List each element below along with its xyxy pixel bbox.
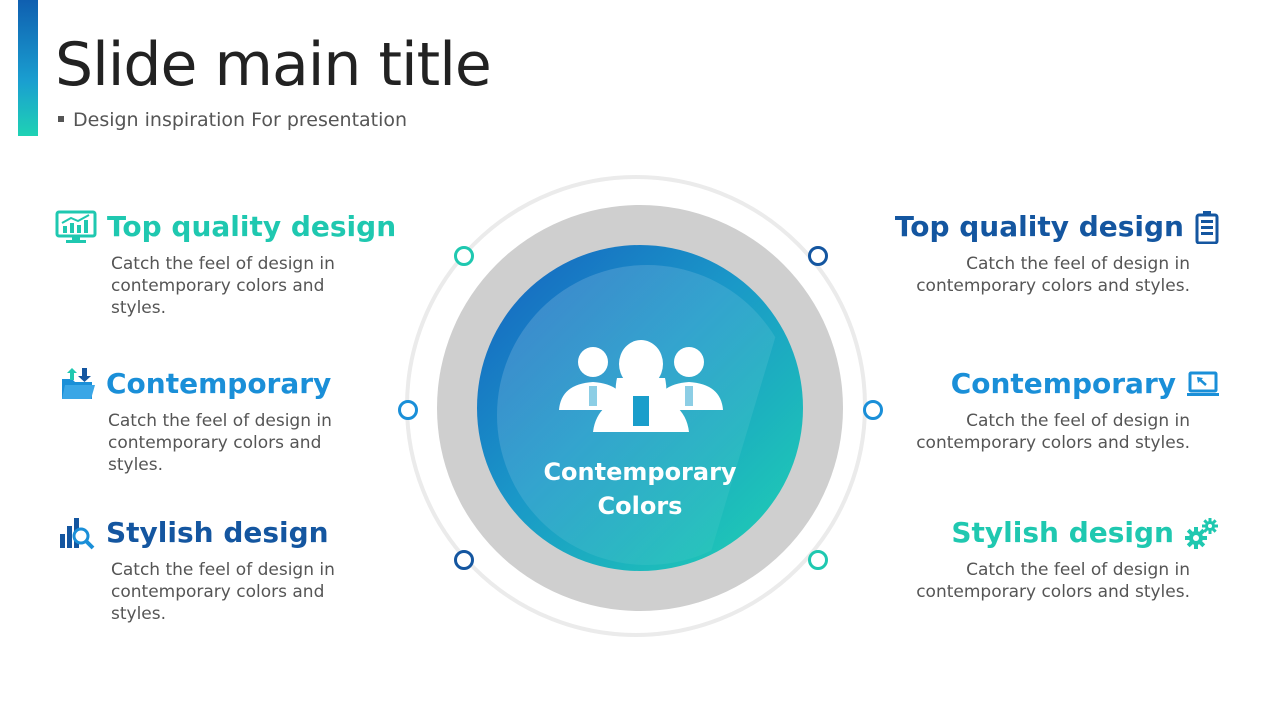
battery-icon — [1194, 210, 1220, 244]
left-item-desc: Catch the feel of design in contemporary… — [108, 411, 332, 475]
left-item-top-quality: Top quality design Catch the feel of des… — [55, 209, 396, 319]
ring-marker-top-right — [808, 246, 828, 266]
left-item-title: Contemporary — [106, 367, 332, 400]
right-item-title: Stylish design — [951, 516, 1174, 549]
center-label: Contemporary Colors — [477, 455, 803, 523]
right-item-stylish: Stylish design Catch the — [890, 515, 1220, 603]
left-item-desc: Catch the feel of design in contemporary… — [111, 560, 335, 624]
gears-icon — [1184, 516, 1220, 550]
slide-title: Slide main title — [55, 30, 492, 100]
accent-bar — [18, 0, 38, 136]
subtitle-text: Design inspiration For presentation — [73, 109, 408, 131]
slide-subtitle: Design inspiration For presentation — [58, 108, 407, 132]
left-item-desc: Catch the feel of design in contemporary… — [111, 254, 335, 318]
left-item-title: Stylish design — [106, 516, 329, 549]
left-item-contemporary: Contemporary Catch the feel of design in… — [60, 366, 390, 476]
right-item-title: Contemporary — [950, 367, 1176, 400]
center-disc: Contemporary Colors — [477, 245, 803, 571]
left-item-title: Top quality design — [107, 210, 397, 243]
center-diagram: Contemporary Colors — [398, 175, 883, 645]
bullet-icon — [58, 115, 64, 122]
center-label-line2: Colors — [597, 492, 683, 520]
ring-marker-bottom-right — [808, 550, 828, 570]
people-group-icon — [555, 340, 727, 437]
ring-marker-bottom-left — [454, 550, 474, 570]
right-item-desc: Catch the feel of design in contemporary… — [916, 254, 1190, 296]
chart-search-icon — [58, 516, 96, 550]
folder-download-icon — [60, 367, 96, 401]
monitor-chart-icon — [55, 210, 97, 244]
right-item-top-quality: Top quality design Catch the feel of des… — [890, 209, 1220, 297]
center-label-line1: Contemporary — [543, 458, 737, 486]
ring-marker-right — [863, 400, 883, 420]
right-item-title: Top quality design — [894, 210, 1184, 243]
right-item-contemporary: Contemporary Catch the feel of design in… — [890, 366, 1220, 454]
laptop-icon — [1186, 369, 1220, 399]
right-item-desc: Catch the feel of design in contemporary… — [916, 560, 1190, 602]
right-item-desc: Catch the feel of design in contemporary… — [916, 411, 1190, 453]
ring-marker-left — [398, 400, 418, 420]
left-item-stylish: Stylish design Catch the feel of design … — [58, 515, 388, 625]
ring-marker-top-left — [454, 246, 474, 266]
